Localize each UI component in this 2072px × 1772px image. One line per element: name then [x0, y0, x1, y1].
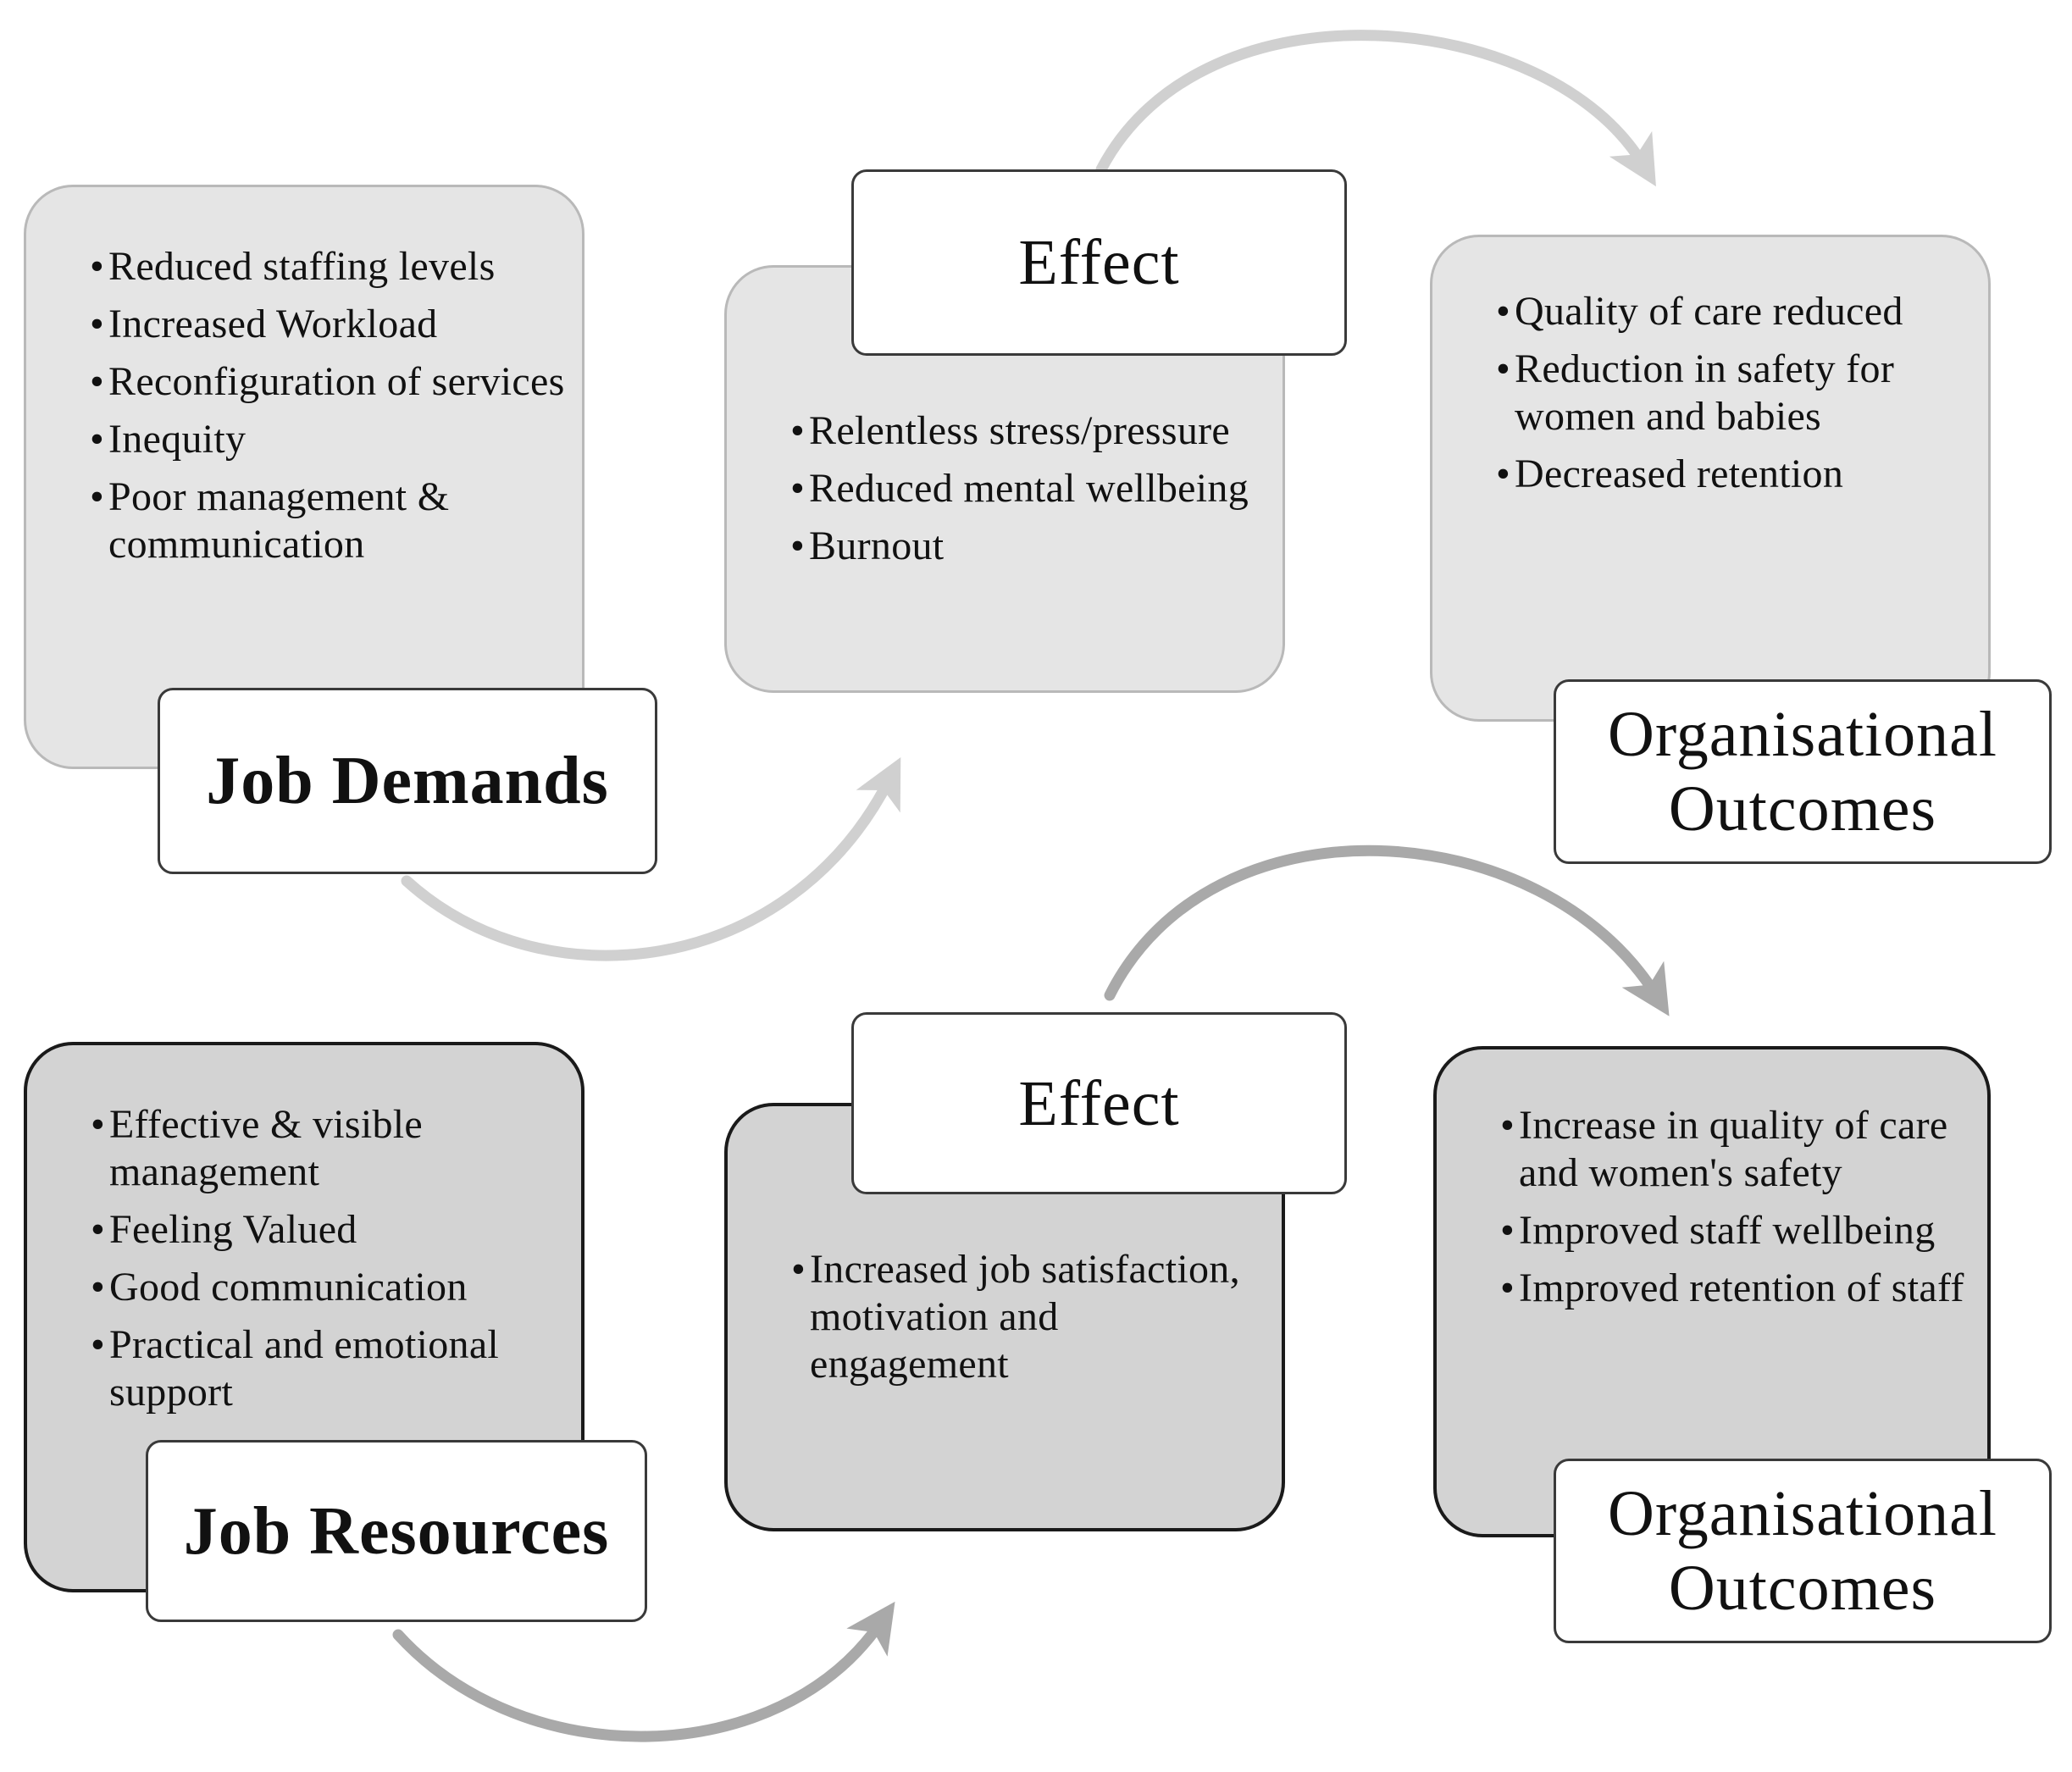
list-item: Poor management & communication: [90, 473, 565, 568]
effect-title-top-text: Effect: [1018, 227, 1180, 298]
list-item: Reduced mental wellbeing: [790, 465, 1266, 512]
outcomes-list-top: Quality of care reduced Reduction in saf…: [1496, 288, 1971, 508]
job-resources-title: Job Resources: [146, 1440, 647, 1622]
list-item: Increase in quality of care and women's …: [1500, 1102, 1970, 1197]
job-resources-title-text: Job Resources: [183, 1493, 610, 1569]
arrow-resources-to-effect: [392, 1601, 895, 1742]
outcomes-box-top: Quality of care reduced Reduction in saf…: [1430, 235, 1991, 722]
arrow-effect-to-outcomes-bottom: [1104, 844, 1670, 1016]
effect-list-bottom: Increased job satisfaction, motivation a…: [791, 1246, 1265, 1398]
list-item: Good communication: [91, 1264, 564, 1311]
list-item: Effective & visible management: [91, 1101, 564, 1196]
list-item: Burnout: [790, 523, 1266, 570]
list-item: Increased job satisfaction, motivation a…: [791, 1246, 1265, 1388]
job-demands-title: Job Demands: [158, 688, 657, 874]
job-resources-list: Effective & visible management Feeling V…: [91, 1101, 564, 1426]
job-demands-box: Reduced staffing levels Increased Worklo…: [24, 185, 584, 769]
arrow-demands-to-effect: [401, 756, 901, 961]
list-item: Decreased retention: [1496, 451, 1971, 498]
effect-title-bottom: Effect: [851, 1012, 1347, 1194]
effect-title-top: Effect: [851, 169, 1347, 356]
list-item: Practical and emotional support: [91, 1321, 564, 1416]
outcomes-title-top-text: Organisational Outcomes: [1607, 699, 1998, 844]
list-item: Inequity: [90, 416, 565, 463]
outcomes-title-bottom-text: Organisational Outcomes: [1607, 1478, 1998, 1624]
outcomes-box-bottom: Increase in quality of care and women's …: [1433, 1046, 1991, 1537]
list-item: Improved retention of staff: [1500, 1265, 1970, 1312]
list-item: Improved staff wellbeing: [1500, 1207, 1970, 1254]
outcomes-title-bottom: Organisational Outcomes: [1554, 1459, 2052, 1643]
outcomes-list-bottom: Increase in quality of care and women's …: [1500, 1102, 1970, 1322]
arrow-effect-to-outcomes-top: [1095, 30, 1656, 187]
list-item: Reconfiguration of services: [90, 358, 565, 406]
job-demands-list: Reduced staffing levels Increased Worklo…: [90, 243, 565, 579]
list-item: Reduced staffing levels: [90, 243, 565, 291]
effect-title-bottom-text: Effect: [1018, 1067, 1180, 1139]
list-item: Reduction in safety for women and babies: [1496, 346, 1971, 440]
list-item: Increased Workload: [90, 301, 565, 348]
effect-list-top: Relentless stress/pressure Reduced menta…: [790, 407, 1266, 580]
list-item: Feeling Valued: [91, 1206, 564, 1254]
list-item: Relentless stress/pressure: [790, 407, 1266, 455]
list-item: Quality of care reduced: [1496, 288, 1971, 335]
outcomes-title-top: Organisational Outcomes: [1554, 679, 2052, 864]
job-demands-title-text: Job Demands: [206, 744, 609, 818]
